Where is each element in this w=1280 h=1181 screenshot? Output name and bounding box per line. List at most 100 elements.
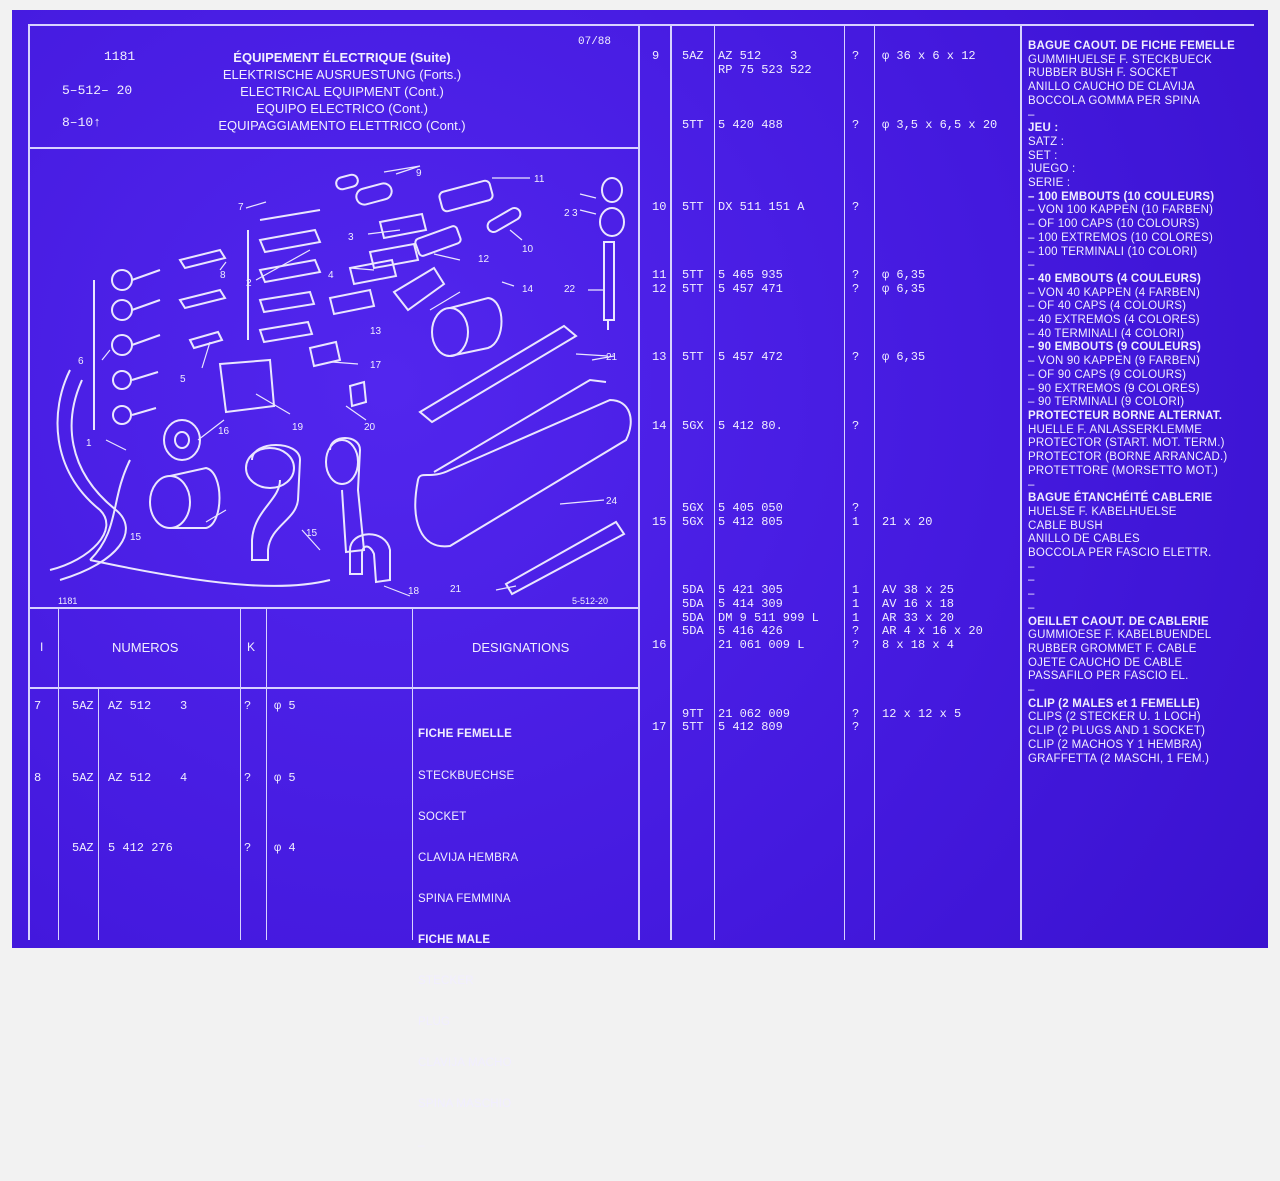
right-row-prefix: 5TT [682, 268, 704, 283]
callout-16: 16 [218, 426, 230, 437]
right-row-k: 1 [852, 583, 860, 598]
protector-24-top [433, 378, 607, 473]
designation-line: – [1028, 601, 1035, 614]
right-row-item: 16 [652, 638, 667, 653]
divider-right-item-col [670, 24, 672, 940]
designation-line: – OF 90 CAPS (9 COLOURS) [1028, 368, 1187, 381]
header-title-fr: ÉQUIPEMENT ÉLECTRIQUE (Suite) [233, 50, 451, 65]
right-row-number: 5 416 426 [718, 624, 783, 639]
right-row-number: 5 457 471 [718, 281, 783, 296]
right-row-prefix: 5TT [682, 281, 704, 296]
figure-footer-left: 1181 [58, 596, 77, 606]
right-row-number: RP 75 523 522 [718, 62, 812, 77]
callout-9: 9 [416, 168, 422, 179]
right-row-number: 5 412 805 [718, 514, 783, 529]
elbow-14b-mouth [325, 439, 359, 485]
callout-17: 17 [370, 360, 382, 371]
designation-line: PROTECTOR (START. MOT. TERM.) [1028, 437, 1225, 450]
right-row-dim: AV 16 x 18 [882, 597, 955, 611]
right-row-item: 10 [652, 199, 667, 214]
bolt-22 [603, 241, 615, 330]
right-row-prefix: 5DA [682, 610, 704, 625]
figure-callouts: 9 11 24 2 3 10 7 3 12 4 8 2 22 14 5 13 6… [58, 168, 618, 606]
left-row-number: 5 412 276 [108, 841, 173, 855]
designation-line: STECKER [418, 975, 474, 988]
leader-lines [101, 165, 615, 597]
callout-1: 1 [86, 438, 92, 449]
callout-24: 24 [606, 496, 618, 507]
right-row-dim: φ 3,5 x 6,5 x 20 [882, 117, 998, 132]
callout-7: 7 [238, 202, 244, 213]
wire-harness-strand-2 [89, 459, 331, 587]
designation-line: – [1028, 108, 1035, 121]
grommet-23a [601, 177, 623, 203]
left-row-prefix: 5AZ [72, 771, 94, 785]
right-row-dim: AV 38 x 25 [882, 583, 955, 598]
header-range: 8–10↑ [62, 115, 102, 130]
callout-12: 12 [478, 254, 490, 265]
wire-harness-strand [59, 379, 127, 581]
callout-21: 21 [606, 352, 618, 363]
left-col-i [58, 607, 59, 940]
right-row-number: 5 420 488 [718, 117, 783, 132]
clip-19 [218, 358, 276, 414]
header-title-de: ELEKTRISCHE AUSRUESTUNG (Forts.) [222, 67, 462, 82]
callout-22: 22 [564, 284, 576, 295]
callout-3: 3 [348, 232, 354, 243]
designation-line: CLIPS (2 STECKER U. 1 LOCH) [1028, 711, 1201, 724]
right-row-k: ? [852, 350, 860, 365]
right-row-prefix: 5GX [682, 514, 704, 529]
left-col-k [266, 607, 267, 940]
designation-line: BAGUE ÉTANCHÉITÉ CABLERIE [1028, 492, 1213, 505]
connector-20 [348, 380, 368, 408]
designation-line: SPINA FEMMINA [418, 892, 511, 905]
col-header-i: I [40, 640, 44, 654]
designation-line: FICHE FEMELLE [418, 728, 512, 741]
right-row-number: 5 405 050 [718, 501, 783, 516]
bush-15-body [449, 296, 503, 357]
designation-line: – OF 100 CAPS (10 COLOURS) [1028, 218, 1200, 231]
parts-catalog-sheet: 1181 5–512– 20 8–10↑ 07/88 ÉQUIPEMENT ÉL… [12, 10, 1268, 1152]
callout-23-label: 2 [564, 208, 570, 219]
left-row-dim: φ 4 [274, 841, 296, 855]
designation-line: – 40 EMBOUTS (4 COULEURS) [1028, 272, 1202, 285]
right-row-dim: φ 6,35 [882, 281, 926, 296]
designation-line: – [1028, 259, 1035, 272]
designation-line: – 90 EMBOUTS (9 COULEURS) [1028, 341, 1202, 354]
callout-13: 13 [370, 326, 382, 337]
callout-4: 4 [328, 270, 334, 281]
designation-line: RUBBER BUSH F. SOCKET [1028, 67, 1178, 80]
callout-19: 19 [292, 422, 304, 433]
ring-terminal-group [93, 269, 161, 430]
divider-left-panel [638, 24, 640, 940]
designation-line: HUELLE F. ANLASSERKLEMME [1028, 423, 1203, 436]
header-bottom-rule [28, 147, 640, 149]
wire-harness [49, 369, 108, 571]
designation-line: PROTETTORE (MORSETTO MOT.) [1028, 464, 1219, 477]
bush-15b-body [169, 466, 221, 529]
arrow-up-icon: ↑ [93, 115, 102, 130]
cap-10 [486, 207, 522, 233]
designation-line: SERIE : [1028, 177, 1071, 190]
strap-21 [418, 324, 578, 424]
callout-15b: 15 [130, 532, 142, 543]
protector-24 [414, 398, 632, 548]
designation-line: CLIP (2 PLUGS AND 1 SOCKET) [1028, 725, 1206, 738]
figure-footer-right: 5-512-20 [572, 596, 608, 606]
right-row-item: 12 [652, 281, 667, 296]
ring-16 [163, 419, 201, 461]
callout-8: 8 [220, 270, 226, 281]
right-row-prefix: 5TT [682, 350, 704, 365]
callout-18: 18 [408, 586, 420, 597]
left-row-item: 7 [34, 699, 42, 713]
frame-top [28, 24, 1254, 26]
designation-line: HUELSE F. KABELHUELSE [1028, 505, 1177, 518]
designation-line: OJETE CAUCHO DE CABLE [1028, 656, 1183, 669]
designation-line: STECKBUECHSE [418, 769, 515, 782]
designation-line: GUMMIOESE F. KABELBUENDEL [1028, 629, 1212, 642]
right-row-dim: 12 x 12 x 5 [882, 706, 962, 721]
header-title-it: EQUIPAGGIAMENTO ELETTRICO (Cont.) [218, 118, 466, 133]
left-row-dim: φ 5 [274, 771, 296, 785]
designation-line: PLUG [418, 1016, 451, 1029]
